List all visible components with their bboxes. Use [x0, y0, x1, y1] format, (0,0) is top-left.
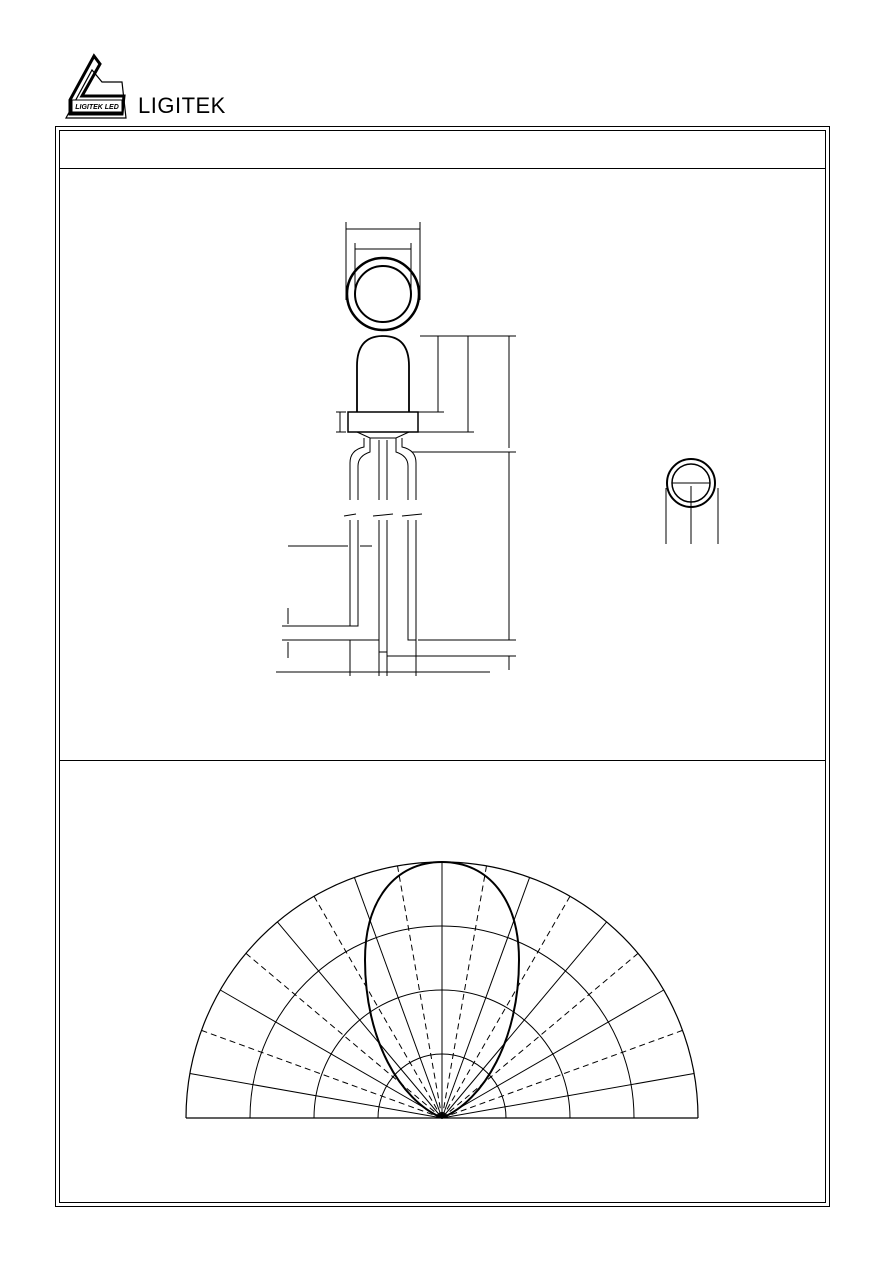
ligitek-logo: LIGITEK LED: [64, 53, 127, 119]
brand-name: LIGITEK: [138, 93, 226, 118]
radiation-pattern-chart: [185, 860, 699, 1120]
logo-text: LIGITEK LED: [75, 104, 119, 111]
title-row-divider: [59, 168, 826, 169]
section-divider: [59, 760, 826, 761]
page-frame-inner: [59, 130, 826, 1203]
page-frame-outer: [55, 126, 830, 1207]
package-dimension-drawing: [276, 222, 719, 676]
